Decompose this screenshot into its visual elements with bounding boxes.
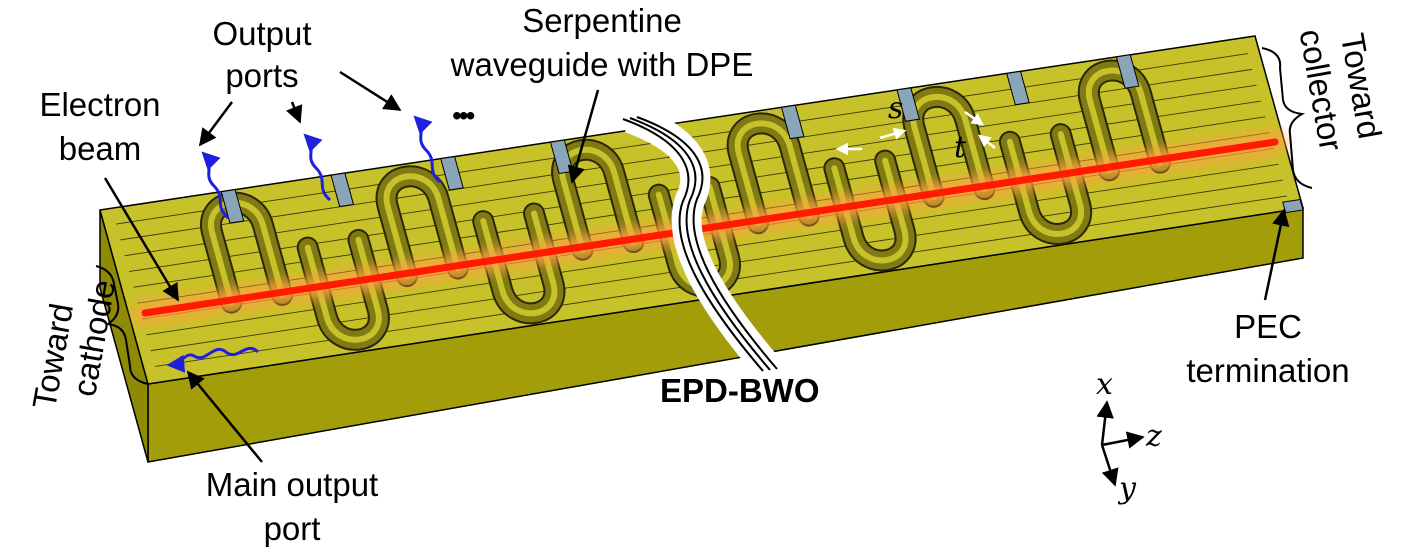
serpentine-bend-ridge: [480, 210, 558, 317]
pec-termination-slot: [1282, 198, 1304, 214]
label-output-ports-line2: ports: [225, 57, 298, 94]
label-serpentine-line1: Serpentine: [522, 2, 682, 39]
label-output-ports-line1: Output: [212, 15, 311, 52]
cathode-brace: [95, 265, 149, 385]
t-arrow-right: [978, 134, 996, 149]
break-line-1: [622, 118, 764, 372]
label-main-output-line1: Main output: [206, 466, 378, 503]
label-t: t: [954, 130, 967, 165]
output-waves: [166, 115, 442, 373]
axis-y-label: y: [1117, 471, 1137, 506]
label-ellipsis: •••: [452, 100, 475, 131]
arrow-electron-beam: [103, 177, 180, 302]
output-port-slot: [440, 156, 464, 191]
axis-z-label: z: [1145, 419, 1162, 454]
beam-core: [141, 138, 1279, 317]
serpentine-bend-ridge: [734, 120, 812, 227]
axis-x-label: x: [1096, 367, 1113, 402]
break-band: [622, 103, 782, 380]
axis-z-line: [1101, 431, 1145, 449]
serpentine-bend-ridge: [383, 173, 461, 280]
axis-y-line: [1100, 444, 1119, 487]
arrow-main-output: [186, 370, 263, 463]
output-port-slot: [220, 189, 245, 224]
break-line-2: [629, 117, 771, 371]
serpentine-bend-ridge: [1085, 67, 1164, 174]
label-device-name: EPD-BWO: [660, 372, 820, 409]
collector-brace: [1261, 47, 1313, 189]
arrow-serpentine: [567, 89, 600, 184]
serpentine-bend-ridge: [1006, 131, 1085, 237]
output-port-slot: [780, 104, 805, 140]
serpentine-bend-ridge: [831, 157, 909, 264]
output-port-slot: [896, 87, 921, 122]
arrow-output-port-2: [286, 101, 303, 124]
serpentine-bend-ridge: [910, 94, 988, 200]
output-port-slot: [330, 172, 355, 208]
output-port-slot: [1115, 54, 1140, 89]
arrow-output-port-3: [339, 70, 402, 112]
break-line-3: [636, 116, 778, 370]
dimension-arrows: [835, 110, 996, 156]
serpentine-bend-ridge: [304, 236, 382, 343]
arrow-pec: [1263, 208, 1290, 301]
axis-x-line: [1096, 400, 1114, 446]
s-arrow-right: [879, 127, 907, 140]
coordinate-axes: [1096, 400, 1145, 487]
wave-port-2: [303, 133, 332, 202]
leader-arrows: [103, 70, 1290, 463]
label-electron-beam-line2: beam: [59, 130, 142, 167]
arrow-output-port-1: [198, 101, 234, 147]
label-main-output-line2: port: [264, 510, 321, 547]
t-arrow-left: [964, 110, 985, 126]
label-serpentine-line2: waveguide with DPE: [450, 46, 754, 83]
output-port-slot: [1006, 70, 1030, 106]
label-s: s: [888, 91, 903, 126]
wave-port-1: [201, 151, 230, 220]
label-pec-line2: termination: [1186, 352, 1349, 389]
electron-beam: [134, 131, 1286, 324]
label-pec-line1: PEC: [1234, 308, 1302, 345]
wave-port-3: [413, 115, 442, 184]
wave-main-output: [166, 346, 260, 373]
label-electron-beam-line1: Electron: [39, 86, 160, 123]
